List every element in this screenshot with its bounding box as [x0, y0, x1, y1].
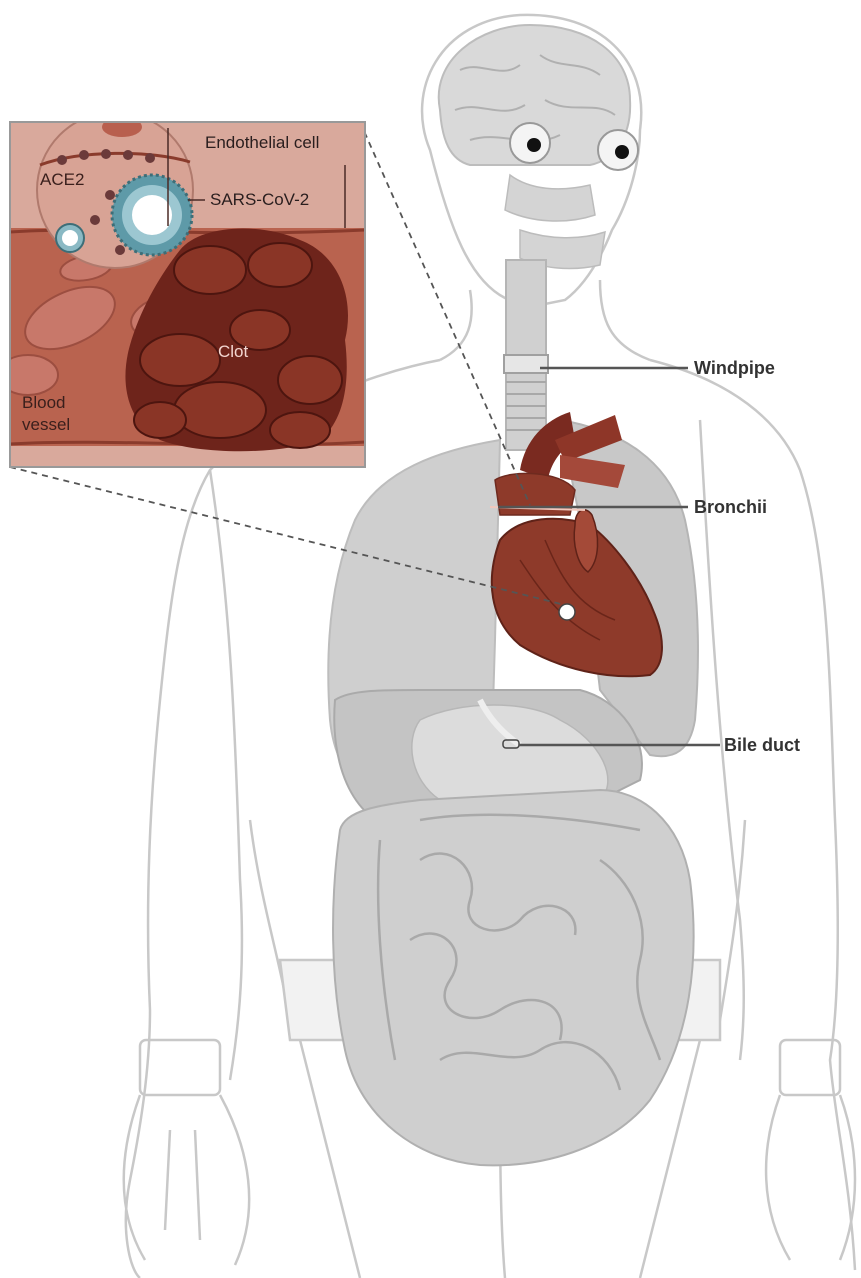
sars-cov-2-virus-icon — [112, 175, 192, 255]
blood-vessel-label-line2: vessel — [22, 415, 70, 434]
windpipe-label: Windpipe — [694, 358, 775, 378]
clot-label: Clot — [218, 342, 249, 361]
heart-focus-point-icon — [559, 604, 575, 620]
sars-cov-2-label: SARS-CoV-2 — [210, 190, 309, 209]
windpipe — [504, 260, 548, 450]
bronchii-label: Bronchii — [694, 497, 767, 517]
small-virus-icon — [56, 224, 84, 252]
nasal-mouth — [505, 175, 605, 269]
blood-vessel-label-line1: Blood — [22, 393, 65, 412]
blood-vessel-inset: Endothelial cell ACE2 SARS-CoV-2 Clot Bl… — [0, 112, 365, 467]
intestines — [333, 790, 694, 1165]
bile-duct-label: Bile duct — [724, 735, 800, 755]
magnified-endothelium — [37, 112, 193, 268]
endothelial-cell-label: Endothelial cell — [205, 133, 319, 152]
ace2-label: ACE2 — [40, 170, 84, 189]
